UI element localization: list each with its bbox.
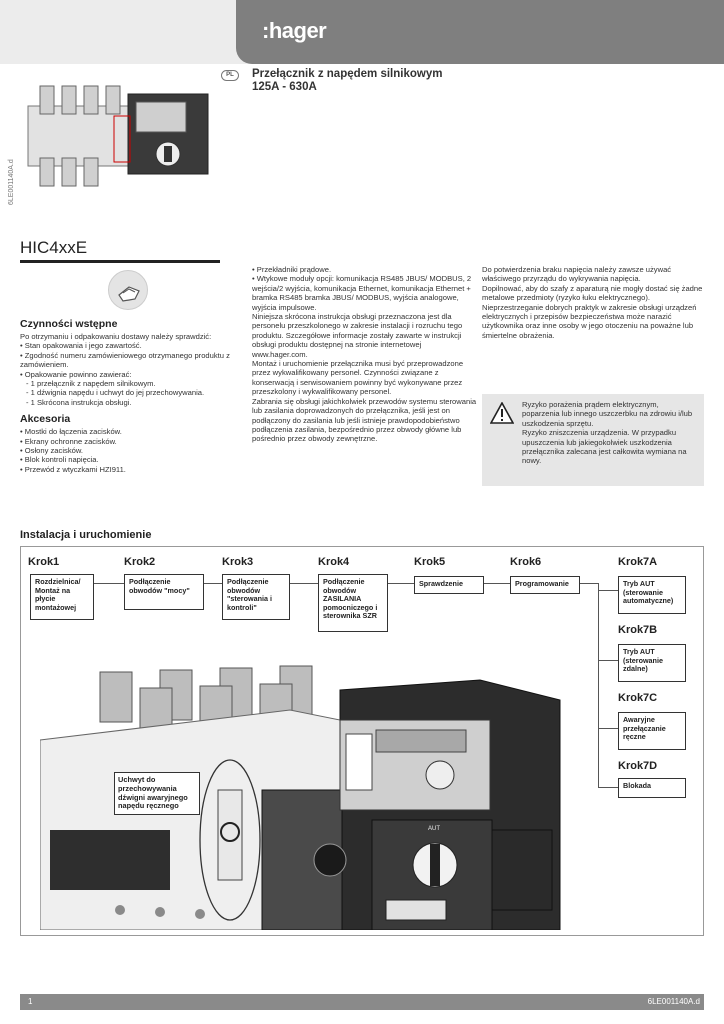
info-paragraph: Niniejsza skrócona instrukcja obsługi pr… — [252, 312, 463, 359]
safety-paragraph: Nieprzestrzeganie dobrych praktyk w zakr… — [482, 302, 697, 340]
step-connector — [204, 583, 222, 584]
substep-box: Tryb AUT (sterowanie zdalne) — [618, 644, 686, 682]
substep-label: Krok7A — [618, 556, 658, 568]
check-item: • Zgodność numeru zamówieniowego otrzyma… — [20, 350, 230, 370]
step-box: Podłączenie obwodów ZASILANIA pomocnicze… — [318, 574, 388, 632]
step-label: Krok6 — [510, 556, 542, 568]
heading-preliminary: Czynności wstępne — [20, 318, 118, 330]
step-connector — [388, 583, 414, 584]
handle-storage-callout: Uchwyt do przechowywania dźwigni awaryjn… — [114, 772, 200, 816]
column-info: • Przekładniki prądowe. • Wtykowe moduły… — [252, 265, 477, 444]
heading-accessories: Akcesoria — [20, 413, 71, 426]
warning-icon — [490, 402, 514, 424]
warning-text: Ryzyko porażenia prądem elektrycznym, po… — [522, 400, 698, 466]
page-number: 1 — [28, 997, 33, 1006]
step-connector — [580, 583, 598, 584]
check-item: • Opakowanie powinno zawierać: — [20, 369, 132, 379]
substep-label: Krok7C — [618, 692, 658, 704]
check-item: - 1 Skrócona instrukcja obsługi. — [26, 397, 132, 407]
logo-panel — [236, 0, 724, 64]
column-safety: Do potwierdzenia braku napięcia należy z… — [482, 265, 704, 340]
preliminary-intro: Po otrzymaniu i odpakowaniu dostawy nale… — [20, 332, 212, 341]
step-box: Podłączenie obwodów "mocy" — [124, 574, 204, 610]
step-box: Programowanie — [510, 576, 580, 594]
info-paragraph: Zabrania się obsługi jakichkolwiek przew… — [252, 396, 477, 444]
step-label: Krok4 — [318, 556, 350, 568]
accessory-list-cont: • Przekładniki prądowe. • Wtykowe moduły… — [252, 265, 477, 312]
safety-paragraph: Do potwierdzenia braku napięcia należy z… — [482, 265, 672, 284]
substep-box: Tryb AUT (sterowanie automatyczne) — [618, 576, 686, 614]
step-label: Krok2 — [124, 556, 156, 568]
substep-connector — [598, 728, 618, 729]
footer-bar — [20, 994, 704, 1010]
accessory-item: • Blok kontroli napięcia. — [20, 455, 99, 465]
check-item: - 1 przełącznik z napędem silnikowym. — [26, 379, 156, 389]
substep-connector — [598, 660, 618, 661]
product-photo — [27, 85, 209, 187]
footer-doc-code: 6LE001140A.d — [647, 997, 700, 1006]
step-box: Rozdzielnica/ Montaż na płycie montażowe… — [30, 574, 94, 620]
model-title-rule — [20, 260, 220, 263]
hand-install-icon — [108, 270, 148, 310]
section-title: Instalacja i uruchomienie — [20, 529, 152, 541]
vertical-doc-code: 6LE001140A.d — [8, 159, 15, 205]
column-preliminary: Czynności wstępne Po otrzymaniu i odpako… — [20, 318, 230, 474]
step-label: Krok1 — [28, 556, 60, 568]
model-title: HIC4xxE — [20, 238, 88, 257]
aut-label: AUT — [428, 826, 440, 832]
hager-logo: :hager — [262, 18, 327, 43]
step-connector — [290, 583, 318, 584]
substep-connector — [598, 583, 599, 787]
warning-line: Ryzyko porażenia prądem elektrycznym, po… — [522, 400, 693, 428]
substep-box: Awaryjne przełączanie ręczne — [618, 712, 686, 750]
substep-box: Blokada — [618, 778, 686, 798]
check-list: • Stan opakowania i jego zawartość. • Zg… — [20, 341, 230, 407]
step-label: Krok5 — [414, 556, 446, 568]
title-line-1: Przełącznik z napędem silnikowym — [252, 68, 443, 80]
accessory-item: • Przewód z wtyczkami HZI911. — [20, 464, 126, 474]
step-connector — [94, 583, 124, 584]
substep-connector — [598, 787, 618, 788]
step-box: Podłączenie obwodów "sterowania i kontro… — [222, 574, 290, 620]
accessory-item: • Ekrany ochronne zacisków. — [20, 436, 117, 446]
accessory-item: • Osłony zacisków. — [20, 446, 84, 456]
warning-box: Ryzyko porażenia prądem elektrycznym, po… — [482, 394, 704, 486]
step-connector — [484, 583, 510, 584]
accessory-item: • Mostki do łączenia zacisków. — [20, 427, 122, 437]
accessory-item: • Przekładniki prądowe. — [252, 265, 332, 274]
substep-connector — [598, 590, 618, 591]
substep-label: Krok7D — [618, 760, 658, 772]
document-title: Przełącznik z napędem silnikowym 125A - … — [252, 68, 442, 94]
accessory-item: • Wtykowe moduły opcji: komunikacja RS48… — [252, 274, 472, 312]
accessory-list: • Mostki do łączenia zacisków. • Ekrany … — [20, 427, 230, 474]
substep-label: Krok7B — [618, 624, 658, 636]
step-box: Sprawdzenie — [414, 576, 484, 594]
info-paragraph: Montaż i uruchomienie przełącznika musi … — [252, 359, 464, 397]
switch-device-illustration — [40, 665, 561, 930]
check-item: • Stan opakowania i jego zawartość. — [20, 341, 142, 351]
step-label: Krok3 — [222, 556, 254, 568]
safety-paragraph: Dopilnować, aby do szafy z aparaturą nie… — [482, 283, 703, 303]
warning-line: Ryzyko zniszczenia urządzenia. W przypad… — [522, 428, 687, 466]
language-badge: PL — [221, 70, 239, 81]
title-line-2: 125A - 630A — [252, 81, 317, 93]
check-item: - 1 dźwignia napędu i uchwyt do jej prze… — [26, 388, 205, 398]
